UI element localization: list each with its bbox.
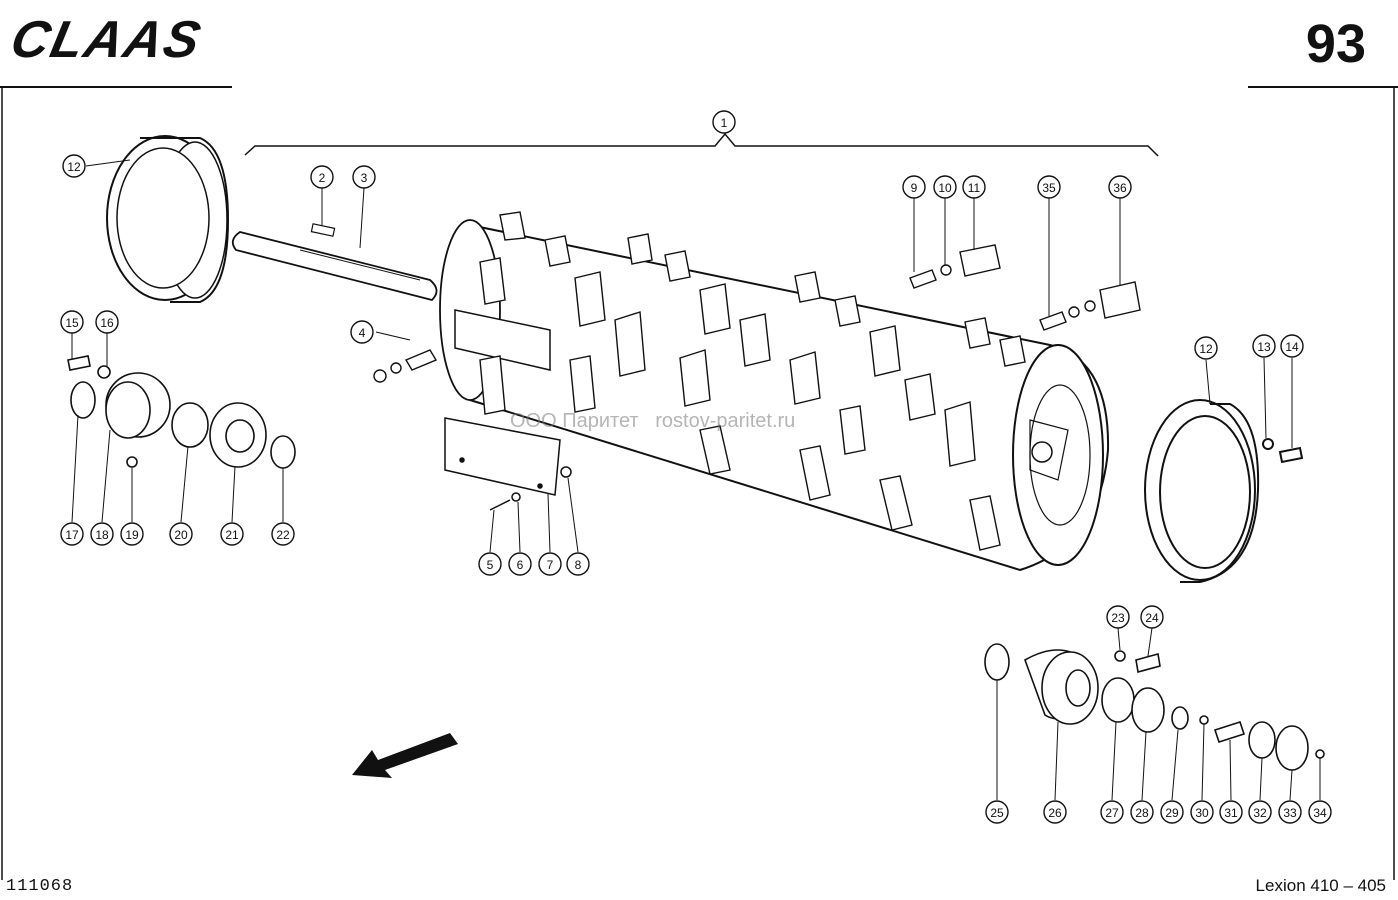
ring-12-left (106, 135, 230, 303)
callout-17: 17 (60, 522, 84, 546)
callout-label: 10 (938, 181, 952, 195)
callout-4: 4 (350, 320, 374, 344)
callout-label: 19 (125, 528, 139, 542)
callout-5: 5 (478, 552, 502, 576)
callout-1: 1 (712, 110, 736, 134)
callout-label: 34 (1313, 806, 1327, 820)
callout-label: 15 (65, 316, 79, 330)
callout-label: 17 (65, 528, 79, 542)
callout-20: 20 (169, 522, 193, 546)
leader-lines (71, 159, 1321, 801)
callout-label: 3 (361, 171, 368, 185)
callout-label: 5 (487, 558, 494, 572)
left-bearing-assembly (67, 355, 296, 469)
callout-30: 30 (1190, 800, 1214, 824)
callout-8: 8 (566, 552, 590, 576)
callout-23: 23 (1106, 605, 1130, 629)
header-rule-left (0, 86, 232, 88)
callout-label: 16 (100, 316, 114, 330)
callout-35: 35 (1037, 175, 1061, 199)
page-number: 93 (1305, 14, 1366, 74)
callout-label: 32 (1253, 806, 1267, 820)
callout-18: 18 (90, 522, 114, 546)
callout-21: 21 (220, 522, 244, 546)
callout-32: 32 (1248, 800, 1272, 824)
callout-label: 14 (1285, 340, 1299, 354)
callout-16: 16 (95, 310, 119, 334)
callout-19: 19 (120, 522, 144, 546)
callout-29: 29 (1160, 800, 1184, 824)
callout-24: 24 (1140, 605, 1164, 629)
callout-12: 12 (62, 154, 86, 178)
ring-12-right (1144, 399, 1304, 583)
callout-label: 8 (575, 558, 582, 572)
direction-arrow (352, 733, 458, 778)
callout-6: 6 (508, 552, 532, 576)
watermark: ООО Паритет rostov-paritet.ru (510, 410, 796, 432)
callout-label: 25 (990, 806, 1004, 820)
callout-3: 3 (352, 165, 376, 189)
callout-14: 14 (1280, 334, 1304, 358)
callout-label: 31 (1224, 806, 1238, 820)
callout-label: 20 (174, 528, 188, 542)
right-bearing-assembly (984, 643, 1325, 771)
callout-label: 23 (1111, 611, 1125, 625)
callout-label: 18 (95, 528, 109, 542)
callout-33: 33 (1278, 800, 1302, 824)
callout-7: 7 (538, 552, 562, 576)
callout-2: 2 (310, 165, 334, 189)
callout-label: 24 (1145, 611, 1159, 625)
callout-label: 4 (359, 326, 366, 340)
shaft-3 (231, 223, 438, 301)
callout-label: 13 (1257, 340, 1271, 354)
callout-10: 10 (933, 175, 957, 199)
callout-label: 12 (1199, 342, 1213, 356)
bolt-4-group (373, 349, 438, 383)
callout-label: 26 (1048, 806, 1062, 820)
callout-label: 7 (547, 558, 554, 572)
callout-label: 35 (1042, 181, 1056, 195)
header-rule-right (1248, 86, 1398, 88)
callout-11: 11 (962, 175, 986, 199)
callout-22: 22 (271, 522, 295, 546)
rotor-drum (439, 211, 1110, 572)
callout-label: 36 (1113, 181, 1127, 195)
callout-label: 9 (911, 181, 918, 195)
callout-label: 6 (517, 558, 524, 572)
callout-label: 1 (721, 116, 728, 130)
callout-12: 12 (1194, 336, 1218, 360)
callout-label: 2 (319, 171, 326, 185)
callout-36: 36 (1108, 175, 1132, 199)
callout-13: 13 (1252, 334, 1276, 358)
callout-label: 22 (276, 528, 290, 542)
callout-label: 29 (1165, 806, 1179, 820)
plate-7 (444, 417, 572, 511)
callout-label: 33 (1283, 806, 1297, 820)
callout-31: 31 (1219, 800, 1243, 824)
callout-label: 30 (1195, 806, 1209, 820)
assembly-bracket (244, 132, 1159, 157)
callout-26: 26 (1043, 800, 1067, 824)
model-label: Lexion 410 – 405 (1255, 876, 1386, 895)
callout-9: 9 (902, 175, 926, 199)
callout-28: 28 (1130, 800, 1154, 824)
callout-label: 27 (1105, 806, 1119, 820)
callout-27: 27 (1100, 800, 1124, 824)
callout-15: 15 (60, 310, 84, 334)
callout-label: 12 (67, 160, 81, 174)
fastener-9-11 (909, 244, 1001, 289)
callout-34: 34 (1308, 800, 1332, 824)
callout-label: 28 (1135, 806, 1149, 820)
callout-25: 25 (985, 800, 1009, 824)
drawing-number: 111068 (6, 877, 74, 896)
callout-label: 21 (225, 528, 239, 542)
fastener-35-36 (1039, 281, 1141, 331)
callout-label: 11 (968, 181, 981, 195)
